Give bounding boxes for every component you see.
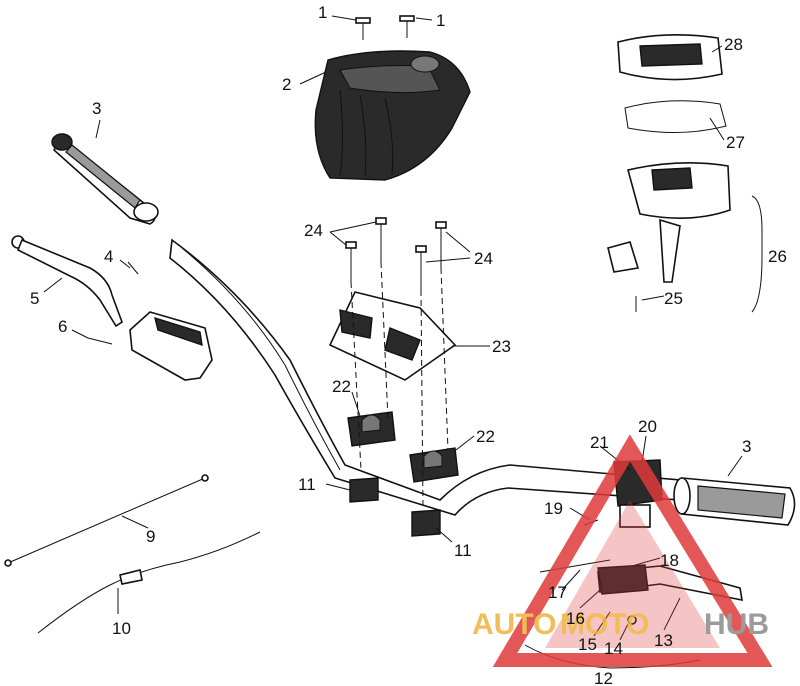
upper-clamp-right: [409, 447, 459, 483]
warning-triangle-icon: [492, 434, 773, 667]
label-23: 23: [492, 337, 511, 356]
label-24a: 24: [304, 221, 323, 240]
brake-cable: [37, 531, 261, 634]
lower-clamp-left: [349, 477, 379, 503]
label-5: 5: [30, 289, 39, 308]
lever-screw: [127, 261, 139, 275]
watermark: AUTO MOTO HUB: [472, 434, 773, 667]
label-14: 14: [604, 639, 623, 658]
label-11a: 11: [298, 475, 316, 494]
left-lever: [11, 235, 123, 328]
label-20: 20: [638, 417, 657, 436]
label-2: 2: [282, 75, 291, 94]
label-4: 4: [104, 247, 113, 266]
watermark-text-auto: AUTO: [472, 608, 556, 641]
label-13: 13: [654, 631, 673, 650]
label-26: 26: [768, 247, 787, 266]
label-3-right: 3: [742, 437, 751, 456]
label-6: 6: [58, 317, 67, 336]
label-24b: 24: [474, 249, 493, 268]
throttle-cable: [4, 474, 209, 567]
label-18: 18: [660, 551, 679, 570]
mount-bracket: [328, 291, 457, 381]
handlebar-cover: [314, 50, 471, 181]
right-grip: [673, 477, 796, 526]
label-21: 21: [590, 433, 609, 452]
left-switch: [87, 311, 213, 381]
label-17: 17: [548, 583, 567, 602]
cover-screw-right: [399, 15, 415, 38]
part-labels: 1 1 2 3 4 5 6 9 10 11 11 22 22 23 24 24 …: [30, 3, 787, 686]
label-11b: 11: [454, 541, 472, 560]
alignment-lines: [350, 261, 449, 511]
label-28: 28: [724, 35, 743, 54]
group-brace-26: [751, 195, 763, 313]
leader-lines: [43, 15, 743, 641]
brake-lever: [539, 559, 743, 625]
reservoir-cap: [617, 34, 723, 81]
bracket-bolts: [345, 217, 447, 290]
master-cylinder: [607, 162, 731, 312]
reservoir-gasket: [624, 100, 727, 133]
label-16: 16: [566, 609, 585, 628]
label-3-left: 3: [92, 99, 101, 118]
label-19: 19: [544, 499, 563, 518]
label-15: 15: [578, 635, 597, 654]
label-1b: 1: [436, 11, 445, 30]
label-25: 25: [664, 289, 683, 308]
label-27: 27: [726, 133, 745, 152]
label-22a: 22: [332, 377, 351, 396]
label-1a: 1: [318, 3, 327, 22]
label-22b: 22: [476, 427, 495, 446]
left-grip: [51, 133, 159, 225]
label-10: 10: [112, 619, 131, 638]
lower-clamp-right: [411, 509, 441, 537]
label-9: 9: [146, 527, 155, 546]
label-12: 12: [594, 669, 613, 686]
watermark-text-hub: HUB: [704, 608, 769, 641]
watermark-text-moto: MOTO: [560, 608, 649, 641]
cover-screw-left: [355, 17, 371, 40]
